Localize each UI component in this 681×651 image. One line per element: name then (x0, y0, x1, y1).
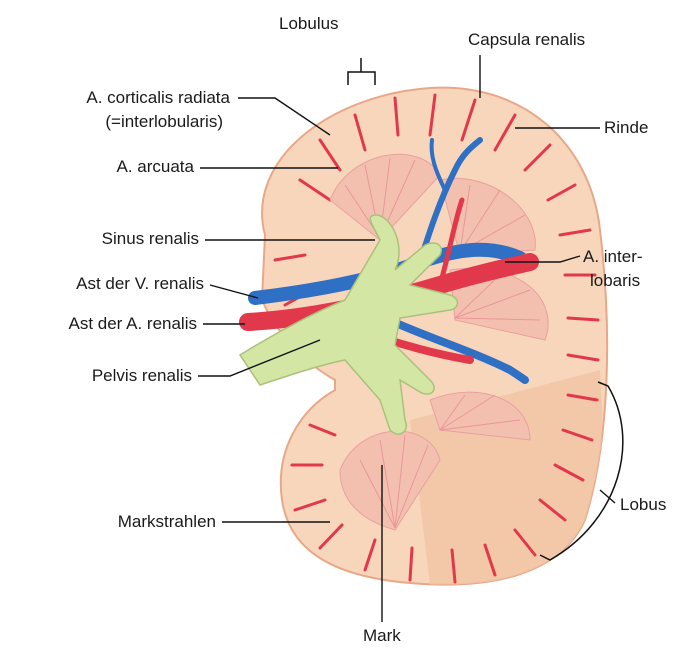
label-rinde: Rinde (604, 118, 648, 138)
label-pelvis-renalis: Pelvis renalis (0, 366, 192, 386)
lobulus-bracket (348, 58, 375, 85)
label-a-interlobaris-line2: lobaris (590, 271, 640, 291)
label-ast-der-a-renalis: Ast der A. renalis (0, 314, 197, 334)
label-a-arcuata: A. arcuata (0, 157, 194, 177)
label-interlobularis: (=interlobularis) (0, 112, 223, 132)
label-a-corticalis-radiata: A. corticalis radiata (0, 88, 230, 108)
label-a-interlobaris-line1: A. inter- (583, 247, 643, 267)
label-sinus-renalis: Sinus renalis (0, 229, 199, 249)
label-lobus: Lobus (620, 495, 666, 515)
label-capsula-renalis: Capsula renalis (468, 30, 585, 50)
label-mark: Mark (363, 626, 401, 646)
label-markstrahlen: Markstrahlen (0, 512, 216, 532)
label-ast-der-v-renalis: Ast der V. renalis (0, 274, 204, 294)
label-lobulus: Lobulus (279, 14, 339, 34)
